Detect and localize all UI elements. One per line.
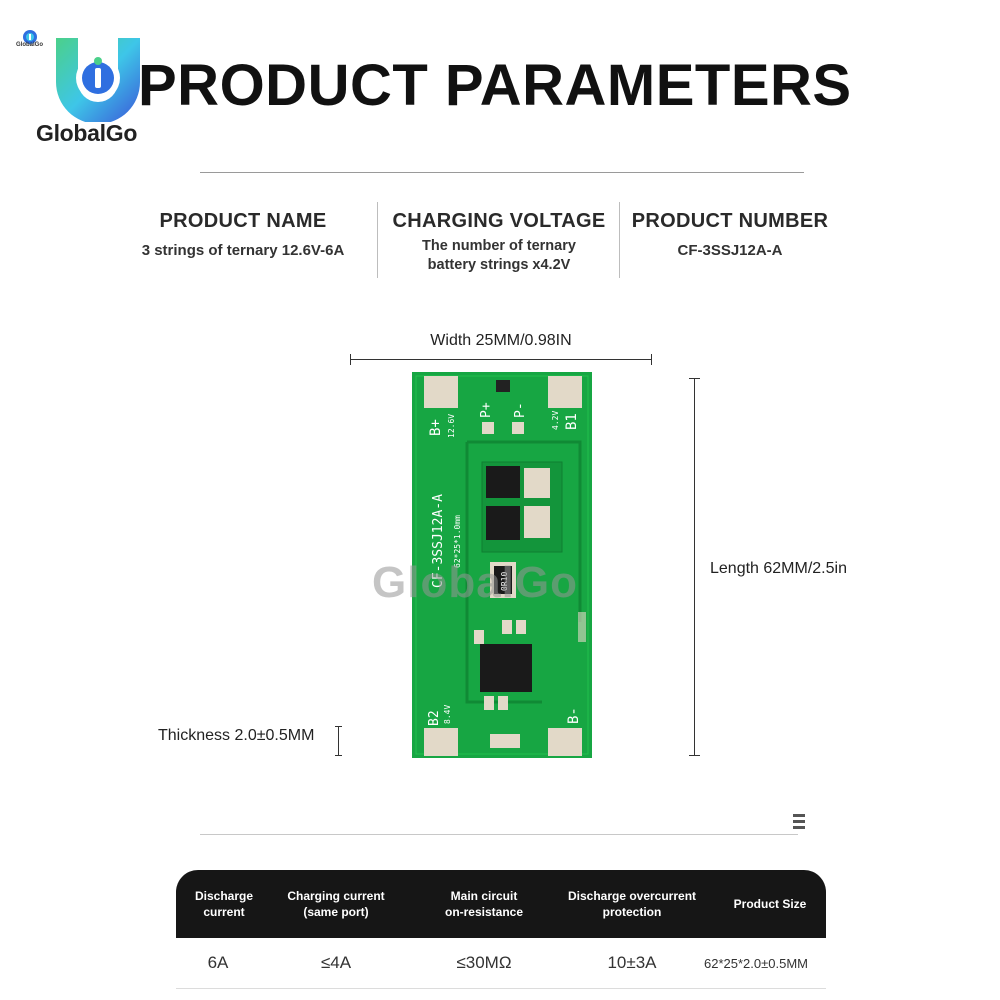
spec-heading: CHARGING VOLTAGE [392,210,606,232]
spec-product-name: PRODUCT NAME 3 strings of ternary 12.6V-… [110,210,376,260]
dimension-tick [335,755,342,756]
tiny-brand-name: GlobalGo [16,42,43,48]
spec-value: CF-3SSJ12A-A [677,242,783,259]
brand-name: GlobalGo [36,120,138,146]
silk-resistor: 0R10 [500,572,509,591]
dimension-tick [350,354,351,365]
silk-b-minus: B- [566,707,582,724]
dimension-tick [689,755,700,756]
table-cell: ≤30MΩ [456,953,512,972]
silk-b1: B1 [564,413,580,430]
table-bottom-divider [176,988,826,989]
silk-model: CF-3SSJ12A-A [431,494,446,588]
menu-icon [793,814,805,832]
silk-p-minus: P- [513,402,528,418]
silk-b-plus: B+ [428,419,444,436]
tiny-brand-logo-icon [23,30,37,44]
thickness-dimension-label: Thickness 2.0±0.5MM [158,727,315,744]
table-cell: 10±3A [607,953,657,972]
spec-charging-voltage: CHARGING VOLTAGE The number of ternary b… [378,210,620,275]
length-dimension-line [694,378,695,756]
thickness-dimension-line [338,726,339,756]
width-dimension-label: Width 25MM/0.98IN [430,332,572,349]
silk-size: 62*25*1.0mm [453,515,462,568]
silk-8v4: 8.4V [443,705,452,724]
silk-4v2: 4.2V [551,411,560,430]
title-divider [200,172,804,173]
dimension-tick [689,378,700,379]
spec-value: 3 strings of ternary 12.6V-6A [141,242,345,259]
spec-product-number: PRODUCT NUMBER CF-3SSJ12A-A [620,210,840,260]
spec-separator [619,202,620,278]
table-header-cell: Product Size [733,897,807,911]
bottom-divider [200,834,798,835]
spec-heading: PRODUCT NUMBER [631,210,829,232]
dimension-tick [335,726,342,727]
silk-p-plus: P+ [479,402,494,418]
watermark: GlobalGo [372,558,578,607]
pcb-board-image: B+ 12.6V P+ P- 4.2V B1 CF-3SSJ12A-A 62*2… [412,372,592,758]
length-dimension-label: Length 62MM/2.5in [710,560,847,577]
page-title: PRODUCT PARAMETERS [138,53,852,118]
table-cell: ≤4A [320,953,352,972]
table-row: 6A ≤4A ≤30MΩ 10±3A 62*25*2.0±0.5MM [176,938,826,988]
spec-value: The number of ternary battery strings x4… [378,237,620,275]
silk-b2: B2 [427,710,442,726]
table-cell: 6A [207,953,229,972]
dimension-tick [651,354,652,365]
brand-logo-icon [56,38,140,122]
spec-heading: PRODUCT NAME [159,210,327,232]
spec-value-line: The number of ternary [422,238,576,254]
spec-separator [377,202,378,278]
table-cell: 62*25*2.0±0.5MM [704,955,808,971]
table-header-cell: Charging current(same port) [287,889,385,919]
silk-12v6: 12.6V [447,414,456,438]
spec-value-line: battery strings x4.2V [427,257,571,273]
width-dimension-line [350,359,652,360]
